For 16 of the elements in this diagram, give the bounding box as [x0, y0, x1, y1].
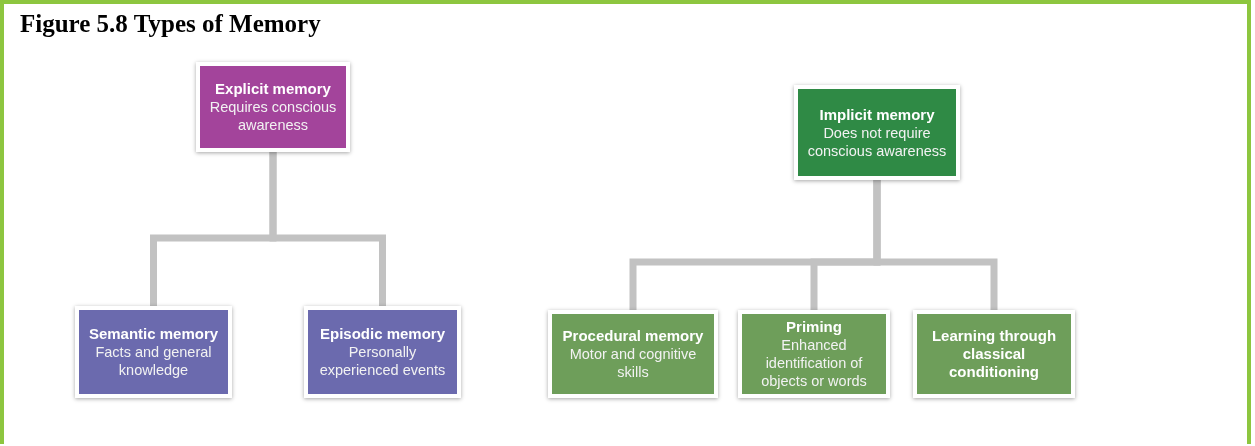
memory-description: Facts and general knowledge: [94, 343, 213, 379]
figure-title: Figure 5.8 Types of Memory: [20, 10, 321, 38]
memory-heading: Explicit memory: [215, 80, 331, 98]
memory-description: Does not require conscious awareness: [806, 123, 948, 160]
memory-heading: Learning through classical conditioning: [930, 327, 1058, 381]
memory-description: Enhanced identification of objects or words: [760, 336, 868, 390]
memory-description: Motor and cognitive skills: [568, 345, 698, 381]
memory-heading: Procedural memory: [562, 327, 704, 345]
memory-heading: Implicit memory: [819, 105, 935, 124]
memory-heading: Priming: [786, 318, 842, 336]
connector-line: [269, 152, 386, 306]
connector-line: [873, 180, 998, 310]
memory-description: Requires conscious awareness: [208, 98, 338, 134]
memory-heading: Episodic memory: [319, 325, 445, 343]
memory-description: Personally experienced events: [318, 343, 447, 379]
memory-heading: Semantic memory: [88, 325, 219, 343]
